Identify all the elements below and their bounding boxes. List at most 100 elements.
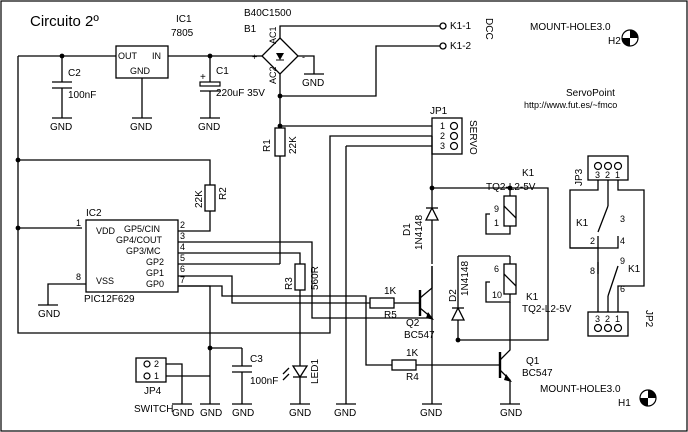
k1-bottom-pin-b: 10 xyxy=(492,290,502,300)
jp1-pin xyxy=(449,141,459,151)
h1-ref: H1 xyxy=(618,398,631,409)
gnd-label: GND xyxy=(334,408,356,419)
wire-bridge-minus xyxy=(298,55,315,74)
resistor-r2 xyxy=(204,184,216,212)
gnd-label: GND xyxy=(172,408,194,419)
k1-switch-stub xyxy=(570,236,619,249)
dcc-k1-1: K1-1 xyxy=(450,21,472,32)
k1-sw-pin: 2 xyxy=(590,236,595,246)
k1-sw-pin: 8 xyxy=(590,266,595,276)
bridge-ref: B1 xyxy=(244,24,257,35)
c3-ref: C3 xyxy=(250,354,263,365)
wire-k1-bottom-2 xyxy=(485,281,511,303)
k1-switch-contact xyxy=(607,265,619,297)
ic2-pin-num: 2 xyxy=(180,220,185,230)
d1-ref: D1 xyxy=(402,223,413,236)
jp3-pin-label: 1 xyxy=(615,170,620,180)
k1-bottom-coil xyxy=(503,263,517,295)
ic1-pin-in: IN xyxy=(152,51,161,61)
q2-ref: Q2 xyxy=(406,318,420,329)
jp2-pin-label: 1 xyxy=(615,314,620,324)
jp2-ref: JP2 xyxy=(643,310,654,328)
q1-arrow xyxy=(504,374,512,382)
wire-gp5 xyxy=(178,211,211,232)
jp3-pin-label: 2 xyxy=(605,170,610,180)
k1-bottom-coil-mark xyxy=(503,273,517,287)
k1-top-ref: K1 xyxy=(522,168,535,179)
jp1-pin-label: 2 xyxy=(440,131,445,141)
ic1-regulator xyxy=(115,45,169,79)
gnd-label: GND xyxy=(289,408,311,419)
d1-part: 1N4148 xyxy=(414,215,425,250)
bridge-part: B40C1500 xyxy=(244,8,292,19)
gnd-label: GND xyxy=(200,408,222,419)
jp2-pin-label: 2 xyxy=(605,314,610,324)
ic2-pin-num: 3 xyxy=(180,231,185,241)
wire-gp1-r5 xyxy=(178,275,370,304)
junction xyxy=(277,123,283,129)
led1-ref: LED1 xyxy=(310,359,321,384)
ic1-part: 7805 xyxy=(171,28,194,39)
ic2-pin-vdd: VDD xyxy=(96,226,116,236)
wire-jp3-left xyxy=(569,180,599,312)
wire-k1-top xyxy=(485,213,511,235)
jp3-pin xyxy=(603,161,613,171)
gnd-label: GND xyxy=(232,408,254,419)
jp1-pin-label: 1 xyxy=(440,121,445,131)
c1-value: 220uF 35V xyxy=(216,88,265,99)
jp1-ref: JP1 xyxy=(430,106,448,117)
jp4-pin xyxy=(143,372,151,380)
jp2-pin xyxy=(603,323,613,333)
k1-switch-contact xyxy=(597,205,609,233)
junction xyxy=(15,225,21,231)
h1-label: MOUNT-HOLE3.0 xyxy=(540,384,621,395)
ic2-part: PIC12F629 xyxy=(84,294,135,305)
ic2-ref: IC2 xyxy=(86,208,102,219)
junction xyxy=(207,345,213,351)
c3-value: 100nF xyxy=(250,376,278,387)
h2-label: MOUNT-HOLE3.0 xyxy=(530,22,611,33)
junction xyxy=(507,185,513,191)
q1-emitter xyxy=(499,369,511,404)
ic2-pin-num: 4 xyxy=(180,242,185,252)
bridge-pin-ac2: AC2 xyxy=(268,66,278,84)
c2-value: 100nF xyxy=(68,90,96,101)
c2-ref: C2 xyxy=(68,68,81,79)
k1-top-part: TQ2-L2-5V xyxy=(486,182,536,193)
k1-bottom-pin-a: 6 xyxy=(494,264,499,274)
bridge-minus: - xyxy=(302,52,305,62)
led1-rays xyxy=(282,367,290,381)
ic2-pin-gp5: GP5/CIN xyxy=(124,224,160,234)
ic2-pin-gp4: GP4/COUT xyxy=(116,235,163,245)
d2-part: 1N4148 xyxy=(460,261,471,296)
gnd-label: GND xyxy=(50,122,72,133)
r4-ref: R4 xyxy=(406,372,419,383)
mount-hole-h1-mark xyxy=(640,390,656,406)
q2-arrow xyxy=(426,312,434,320)
jp4-pin xyxy=(143,360,151,368)
wire-gp4-relay xyxy=(178,241,433,319)
r5-value: 1K xyxy=(384,286,397,297)
q1-collector xyxy=(499,302,511,361)
jp3-pin xyxy=(593,161,603,171)
gnd-label: GND xyxy=(420,408,442,419)
gnd-label: GND xyxy=(302,78,324,89)
ic2-pin-gp3: GP3/MC xyxy=(126,246,161,256)
d2-ref: D2 xyxy=(448,289,459,302)
jp1-pin xyxy=(449,121,459,131)
k1-sw-pin: 4 xyxy=(620,236,625,246)
ic1-ref: IC1 xyxy=(176,14,192,25)
wire-ac1 xyxy=(279,25,440,38)
jp3-pin xyxy=(613,161,623,171)
wire-5v-rail xyxy=(17,56,432,334)
k1-sw-ref-b: K1 xyxy=(628,264,641,275)
q1-part: BC547 xyxy=(522,368,553,379)
ic2-pin-num: 8 xyxy=(76,272,81,282)
ic1-pin-out: OUT xyxy=(118,51,138,61)
r1-ref: R1 xyxy=(262,139,273,152)
r5-ref: R5 xyxy=(384,310,397,321)
servopoint-name: ServoPoint xyxy=(566,88,615,99)
ic2-pin-num: 6 xyxy=(180,264,185,274)
